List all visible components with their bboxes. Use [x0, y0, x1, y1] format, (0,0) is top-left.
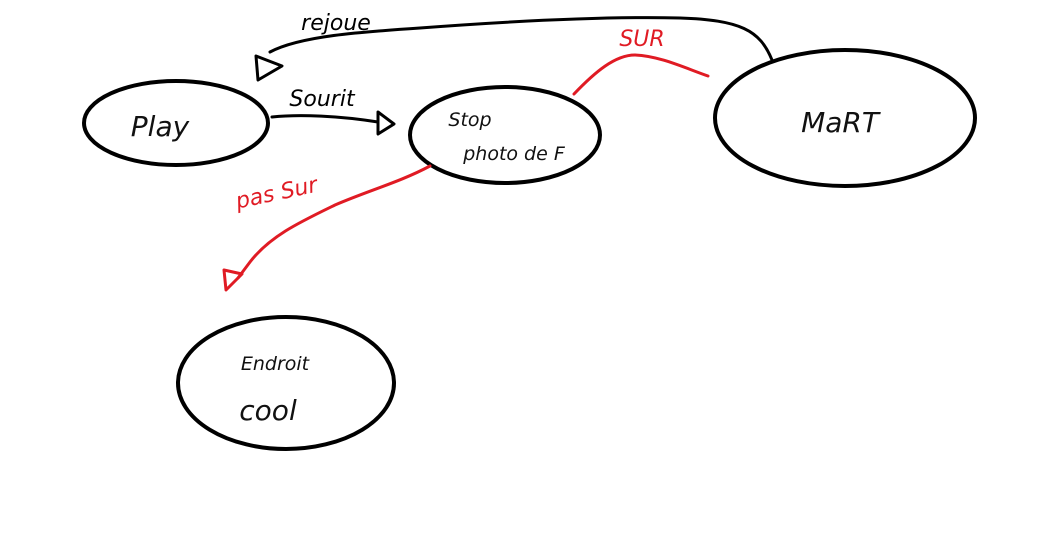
node-stop-label-line1: Stop: [448, 109, 491, 131]
edge-mort-to-play-label: rejoue: [301, 11, 371, 36]
edge-mort-to-play-arrowhead: [254, 54, 284, 82]
edge-play-to-stop: Sourit: [270, 87, 396, 136]
edge-stop-to-endroit-label: pas Sur: [233, 172, 322, 214]
edge-stop-to-mort-label: SUR: [619, 27, 664, 52]
edge-play-to-stop-line: [270, 114, 380, 124]
node-endroit-label-line2: cool: [239, 394, 297, 427]
node-play-ellipse: [82, 79, 270, 167]
node-endroit-label-line1: Endroit: [241, 353, 311, 375]
edge-play-to-stop-label: Sourit: [289, 87, 356, 112]
edge-mort-to-play: rejoue: [254, 11, 774, 82]
node-mort: MaRT: [713, 48, 977, 188]
node-stop-ellipse: [408, 85, 602, 185]
edge-stop-to-endroit: pas Sur: [222, 164, 432, 292]
node-endroit: Endroit cool: [176, 315, 396, 451]
node-stop-label-line2: photo de F: [462, 143, 566, 165]
edge-play-to-stop-arrowhead: [376, 110, 396, 136]
node-mort-ellipse: [713, 48, 977, 188]
node-play-label: Play: [131, 110, 190, 143]
edge-mort-to-play-line: [268, 16, 774, 62]
edge-stop-to-endroit-line: [236, 164, 432, 280]
node-stop: Stop photo de F: [408, 85, 602, 185]
edge-stop-to-mort-line: [572, 53, 710, 96]
node-mort-label: MaRT: [801, 106, 881, 139]
edge-stop-to-mort: SUR: [572, 27, 710, 96]
node-play: Play: [82, 79, 270, 167]
edge-stop-to-endroit-arrowhead: [222, 268, 244, 292]
node-endroit-ellipse: [176, 315, 396, 451]
